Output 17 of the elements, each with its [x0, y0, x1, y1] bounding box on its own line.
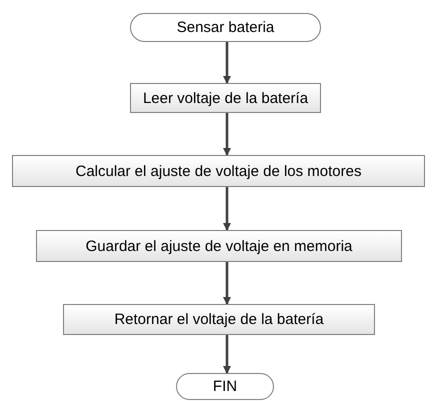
arrow [223, 335, 231, 374]
node-label: Retornar el voltaje de la batería [114, 311, 324, 328]
node-label: Leer voltaje de la batería [142, 90, 308, 106]
node-label: FIN [212, 378, 238, 395]
arrow [223, 42, 231, 84]
process-box [63, 304, 375, 335]
terminator-shape [130, 13, 321, 42]
terminator-shape [176, 373, 274, 400]
process-box [12, 155, 425, 187]
node-label: Calcular el ajuste de voltaje de los motores [76, 162, 362, 180]
node-label: Guardar el ajuste de voltaje en memoria [86, 238, 352, 254]
arrow [223, 187, 231, 231]
arrow [223, 113, 231, 156]
process-box [130, 83, 321, 113]
arrow [223, 262, 231, 305]
process-box [36, 230, 402, 262]
node-label: Sensar bateria [176, 19, 274, 36]
